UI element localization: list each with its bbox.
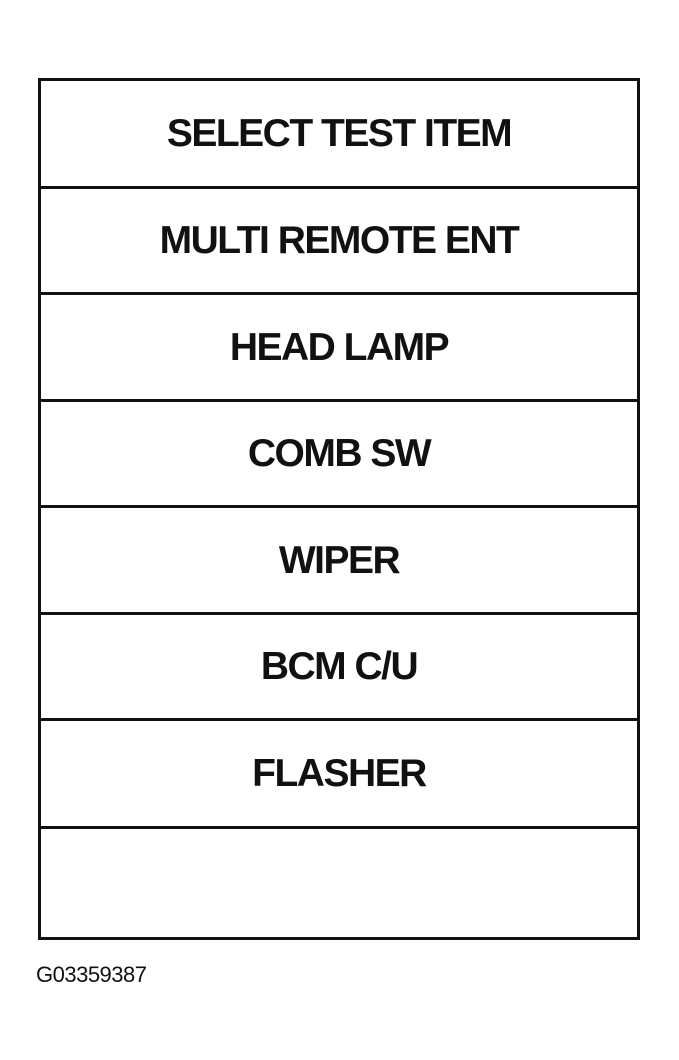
figure-code: G03359387 [36, 962, 147, 987]
menu-item-wiper[interactable]: WIPER [41, 508, 637, 615]
menu-item-bcm-cu[interactable]: BCM C/U [41, 615, 637, 721]
menu-item-flasher[interactable]: FLASHER [41, 721, 637, 829]
select-test-item-screen: SELECT TEST ITEM MULTI REMOTE ENT HEAD L… [38, 78, 640, 940]
menu-item-empty [41, 829, 637, 937]
screen-title: SELECT TEST ITEM [41, 81, 637, 189]
menu-item-comb-sw[interactable]: COMB SW [41, 402, 637, 508]
menu-item-head-lamp[interactable]: HEAD LAMP [41, 295, 637, 402]
menu-item-multi-remote-ent[interactable]: MULTI REMOTE ENT [41, 189, 637, 295]
